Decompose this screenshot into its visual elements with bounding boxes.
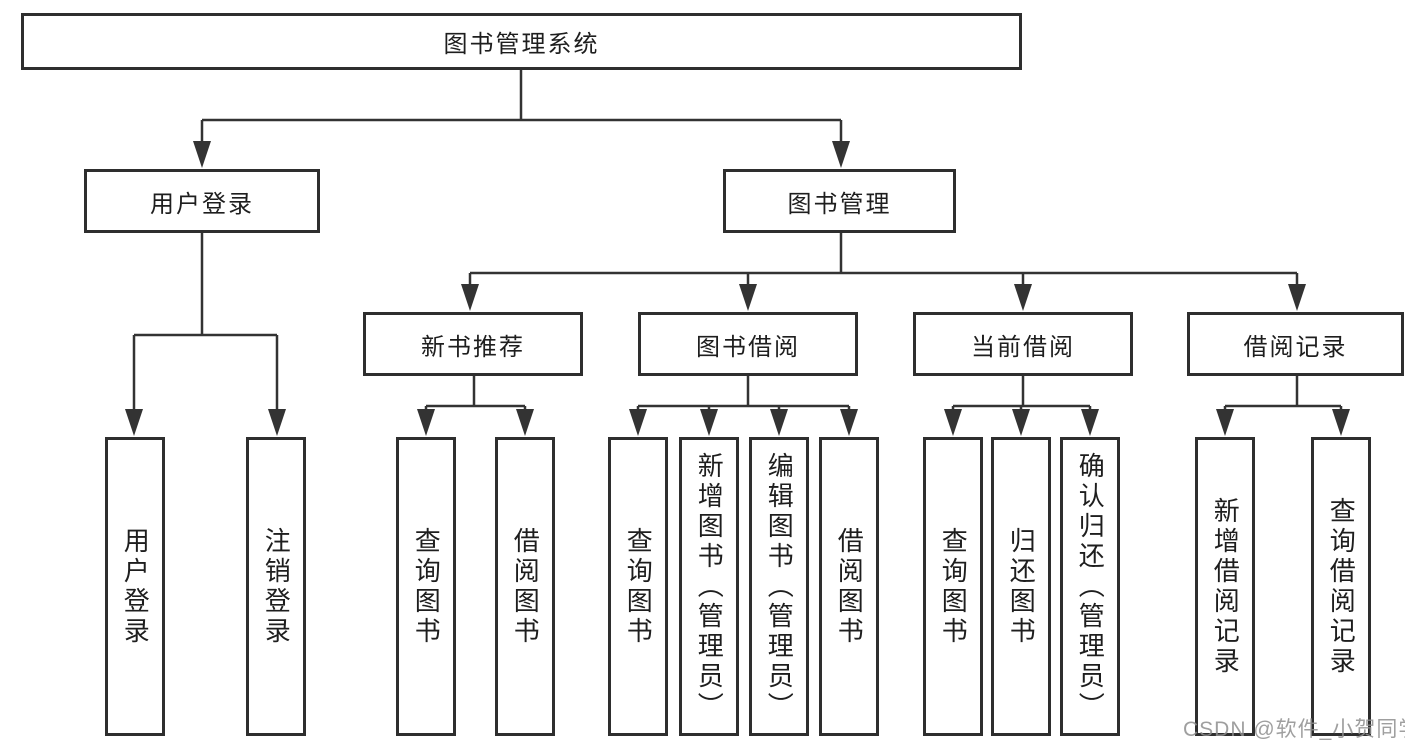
node-new-book-recommend: 新书推荐 [363, 312, 583, 376]
leaf-add-book-admin: 新增图书（管理员） [679, 437, 739, 736]
leaf-confirm-return-admin: 确认归还（管理员） [1060, 437, 1120, 736]
node-user-login: 用户登录 [84, 169, 320, 233]
connector-bookborrow-to-leaves [636, 376, 851, 414]
leaf-edit-book-admin: 编辑图书（管理员） [749, 437, 809, 736]
watermark: CSDN @软件_小贺同学 [1183, 718, 1405, 741]
leaf-borrow-books: 借阅图书 [819, 437, 879, 736]
node-root: 图书管理系统 [21, 13, 1022, 70]
node-book-borrow: 图书借阅 [638, 312, 858, 376]
node-borrow-records: 借阅记录 [1187, 312, 1404, 376]
connector-bookmgmt-to-level3 [468, 233, 1299, 289]
connector-newbook-to-leaves [424, 376, 527, 414]
leaf-query-books-borrow: 查询图书 [608, 437, 668, 736]
arrowheads [125, 141, 1350, 436]
leaf-query-borrow-record: 查询借阅记录 [1311, 437, 1371, 736]
leaf-user-login: 用户登录 [105, 437, 165, 736]
connector-root-to-level2 [200, 70, 843, 146]
leaf-add-borrow-record: 新增借阅记录 [1195, 437, 1255, 736]
connector-userlogin-to-leaves [132, 233, 279, 414]
leaf-logout: 注销登录 [246, 437, 306, 736]
node-current-borrow: 当前借阅 [913, 312, 1133, 376]
leaf-query-books-recommend: 查询图书 [396, 437, 456, 736]
connector-records-to-leaves [1223, 376, 1343, 414]
leaf-borrow-books-recommend: 借阅图书 [495, 437, 555, 736]
node-book-management: 图书管理 [723, 169, 956, 233]
leaf-return-book: 归还图书 [991, 437, 1051, 736]
leaf-query-books-current: 查询图书 [923, 437, 983, 736]
connector-currentborrow-to-leaves [951, 376, 1092, 414]
